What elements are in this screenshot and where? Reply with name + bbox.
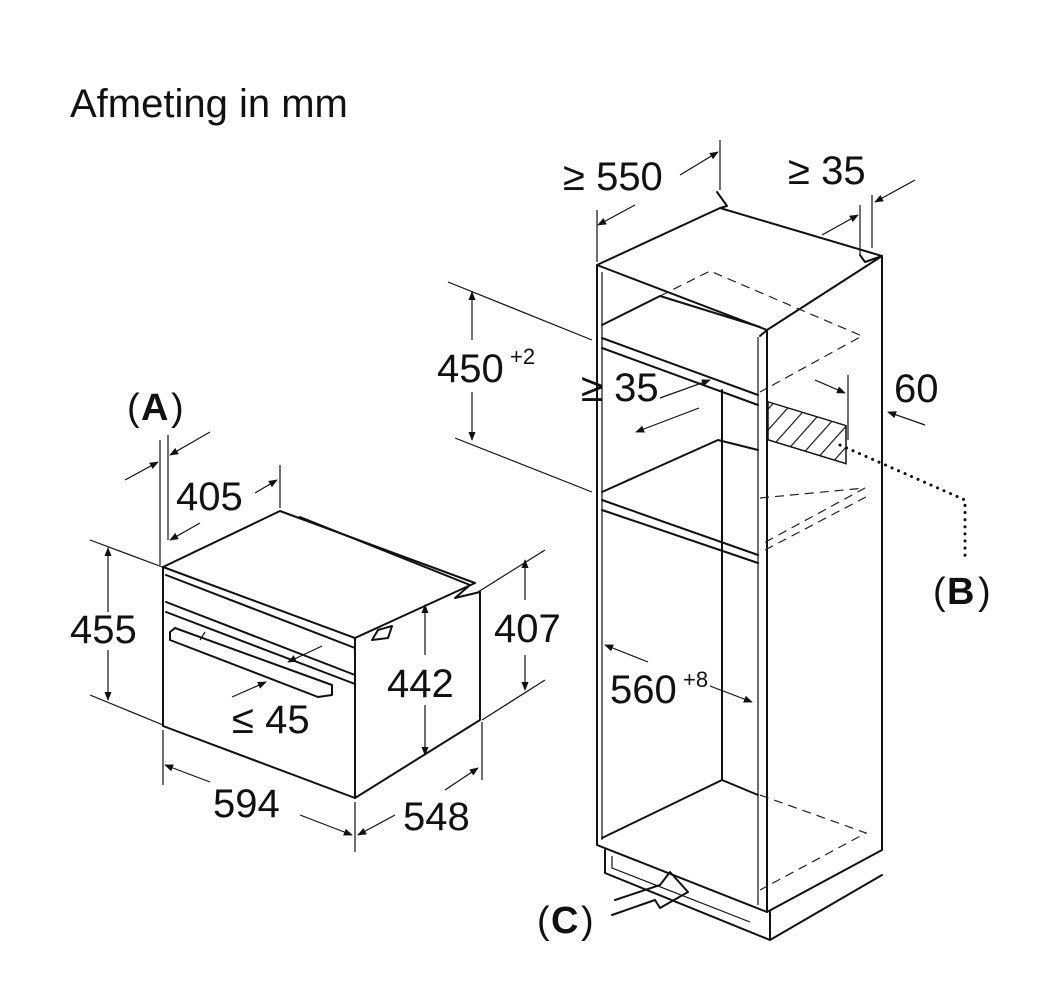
- appliance-oven: [162, 510, 481, 799]
- dim-niche-width: 560: [610, 668, 677, 712]
- page-title: Afmeting in mm: [70, 82, 348, 126]
- dim-handle: ≤ 45: [232, 698, 310, 742]
- label-a-close: ): [171, 387, 184, 429]
- dim-inner-height: 442: [387, 662, 454, 706]
- cabinet-dimensions: [447, 140, 967, 916]
- label-b-letter: B: [947, 571, 974, 613]
- label-c-open: (: [537, 900, 550, 942]
- dim-niche-height-tol: +2: [510, 344, 535, 369]
- dim-min-depth: ≥ 550: [563, 155, 663, 199]
- dim-front-depth: 405: [176, 475, 243, 519]
- dim-depth: 548: [403, 795, 470, 839]
- label-b-close: ): [978, 571, 991, 613]
- label-c-close: ): [581, 900, 594, 942]
- appliance-dimensions: [89, 431, 546, 852]
- dim-back-gap: ≥ 35: [788, 149, 866, 193]
- label-b-open: (: [933, 571, 946, 613]
- label-a-letter: A: [141, 387, 168, 429]
- dim-niche-width-tol: +8: [683, 667, 708, 692]
- dim-niche-height: 450: [437, 347, 504, 391]
- dim-width: 594: [213, 782, 280, 826]
- dim-vent: 60: [894, 367, 939, 411]
- dim-height: 455: [70, 608, 137, 652]
- label-a-open: (: [127, 387, 140, 429]
- dim-shelf-gap: ≥ 35: [581, 366, 659, 410]
- dim-body-height: 407: [494, 607, 561, 651]
- label-c-letter: C: [551, 900, 578, 942]
- tall-cabinet: [596, 191, 883, 941]
